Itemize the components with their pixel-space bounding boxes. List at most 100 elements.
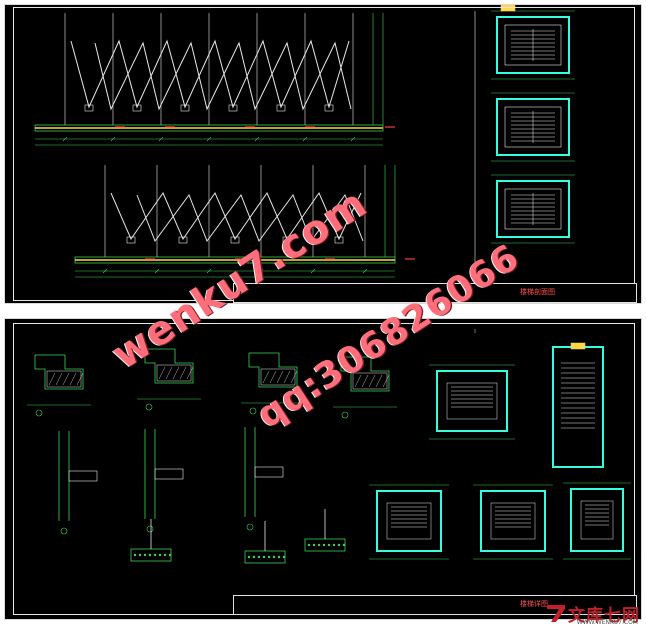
hatch-line bbox=[172, 366, 180, 380]
logo-url: WWW.WENKU7.COM bbox=[576, 619, 638, 626]
detail-callout-circle bbox=[145, 403, 153, 411]
detail-callout-circle bbox=[341, 411, 349, 419]
soil-dot bbox=[307, 543, 311, 547]
soil-dot bbox=[148, 553, 152, 557]
stair-flight bbox=[94, 41, 352, 111]
detail-outline bbox=[248, 352, 298, 388]
dimension-tick bbox=[302, 136, 308, 142]
soil-dot bbox=[282, 555, 286, 559]
hatch-line bbox=[55, 372, 63, 386]
stair-plan-wall bbox=[496, 98, 570, 156]
hatch-line bbox=[69, 372, 77, 386]
soil-dot bbox=[163, 553, 167, 557]
soil-dot bbox=[317, 543, 321, 547]
dimension-tick bbox=[206, 268, 212, 274]
soil-dot bbox=[337, 543, 341, 547]
stair-detail-sheet: 楼梯详图 bbox=[4, 318, 642, 620]
site-logo[interactable]: 文库七网 WWW.WENKU7.COM bbox=[546, 602, 640, 626]
plan-inner bbox=[446, 382, 498, 420]
hatch-line bbox=[262, 370, 270, 384]
dimension-tick bbox=[258, 268, 264, 274]
landing-node bbox=[276, 104, 286, 112]
hatch-line bbox=[276, 370, 284, 384]
hatch-line bbox=[62, 372, 70, 386]
soil-dot bbox=[252, 555, 256, 559]
soil-dot bbox=[267, 555, 271, 559]
detail-callout-circle bbox=[35, 409, 43, 417]
soil-dot bbox=[158, 553, 162, 557]
stair-plan-wall bbox=[496, 180, 570, 238]
landing-node bbox=[126, 236, 136, 244]
dimension-tick bbox=[110, 136, 116, 142]
hatch-line bbox=[361, 374, 369, 388]
hatch-line bbox=[186, 366, 194, 380]
stair-plan-wall bbox=[496, 16, 570, 74]
hatch-line bbox=[290, 370, 298, 384]
soil-dot bbox=[153, 553, 157, 557]
dimension-tick bbox=[62, 136, 68, 142]
title-block: 楼梯剖面图 bbox=[233, 283, 637, 303]
detail-outline bbox=[34, 354, 84, 390]
stair-plan-wall bbox=[570, 488, 624, 552]
stair-plan-wall bbox=[376, 490, 442, 552]
landing-node bbox=[132, 104, 142, 112]
stair-section-sheet: 楼梯剖面图 bbox=[4, 4, 642, 304]
column-fill bbox=[500, 5, 516, 12]
detail-callout-circle bbox=[249, 407, 257, 415]
drawing-title: 楼梯详图 bbox=[520, 600, 548, 608]
hatch-line bbox=[158, 366, 166, 380]
soil-dot bbox=[322, 543, 326, 547]
beam-section bbox=[254, 466, 284, 478]
stair-section-drawing bbox=[34, 5, 575, 295]
beam-section bbox=[68, 470, 98, 482]
hatch-line bbox=[354, 374, 362, 388]
plan-inner bbox=[386, 502, 432, 540]
hatch-line bbox=[382, 374, 390, 388]
detail-callout-circle bbox=[246, 523, 254, 531]
soil-dot bbox=[342, 543, 346, 547]
stair-plan-inner bbox=[504, 106, 562, 148]
hatched-section bbox=[156, 364, 192, 382]
landing-node bbox=[282, 236, 292, 244]
hatched-section bbox=[46, 370, 82, 388]
hatch-line bbox=[165, 366, 173, 380]
stair-plan-wall bbox=[480, 490, 546, 552]
soil-dot bbox=[272, 555, 276, 559]
soil-dot bbox=[332, 543, 336, 547]
stair-plan-wall bbox=[436, 370, 508, 432]
dimension-tick bbox=[206, 136, 212, 142]
landing-node bbox=[84, 104, 94, 112]
dimension-tick bbox=[310, 268, 316, 274]
landing-node bbox=[228, 104, 238, 112]
landing-node bbox=[324, 104, 334, 112]
soil-dot bbox=[277, 555, 281, 559]
hatch-line bbox=[269, 370, 277, 384]
beam-section bbox=[154, 468, 184, 480]
dimension-tick bbox=[350, 136, 356, 142]
landing-node bbox=[334, 236, 344, 244]
column-fill bbox=[570, 342, 586, 350]
plan-inner bbox=[580, 500, 614, 540]
dimension-tick bbox=[158, 136, 164, 142]
logo-brand: 文库七网 bbox=[568, 605, 640, 626]
detail-callout-circle bbox=[146, 525, 154, 533]
hatched-section bbox=[352, 372, 388, 390]
soil-dot bbox=[257, 555, 261, 559]
hatch-line bbox=[283, 370, 291, 384]
stair-plan-inner bbox=[504, 188, 562, 230]
landing-node bbox=[180, 104, 190, 112]
drawing-title: 楼梯剖面图 bbox=[520, 288, 555, 296]
hatch-line bbox=[375, 374, 383, 388]
landing-node bbox=[178, 236, 188, 244]
hatch-line bbox=[368, 374, 376, 388]
detail-callout-circle bbox=[60, 527, 68, 535]
stair-detail-drawing bbox=[27, 329, 631, 564]
landing-node bbox=[230, 236, 240, 244]
soil-dot bbox=[247, 555, 251, 559]
soil-dot bbox=[327, 543, 331, 547]
plan-inner bbox=[490, 502, 536, 540]
stair-flight bbox=[70, 39, 350, 109]
soil-dot bbox=[168, 553, 172, 557]
dimension-tick bbox=[254, 136, 260, 142]
soil-dot bbox=[262, 555, 266, 559]
